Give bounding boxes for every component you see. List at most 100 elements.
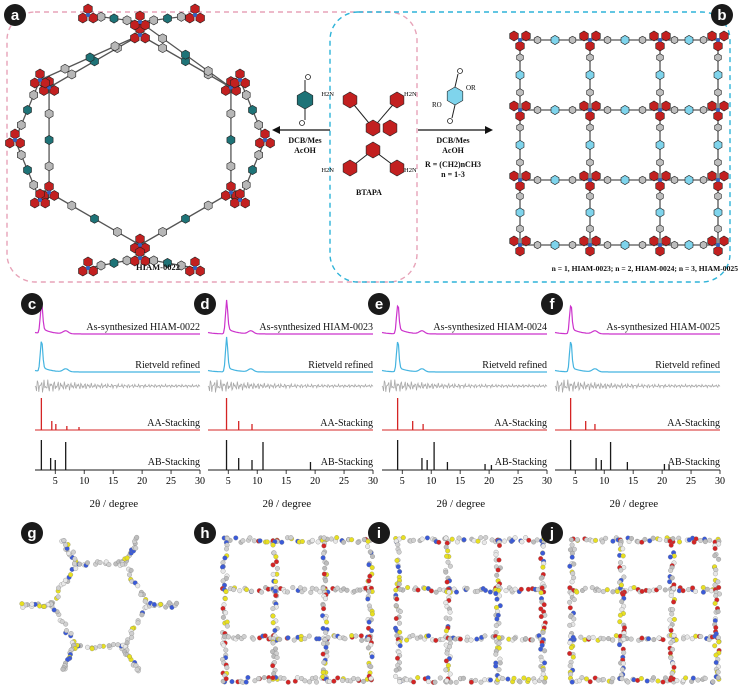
atom — [571, 616, 577, 622]
atom — [620, 546, 626, 552]
aldehyde-bond — [454, 73, 459, 88]
nitrogen-atom — [138, 243, 142, 247]
atom — [315, 539, 321, 545]
atom — [365, 645, 371, 651]
nitrogen-atom — [138, 256, 142, 260]
atom — [139, 612, 145, 618]
atom — [349, 633, 355, 639]
atom — [397, 569, 403, 575]
btapa-node-ring — [521, 170, 531, 182]
atom — [274, 565, 280, 571]
imine-ring — [226, 108, 236, 119]
rietveld-refined-trace — [381, 341, 547, 373]
atom — [61, 538, 67, 543]
btapa-node-ring — [591, 235, 601, 247]
atom — [270, 613, 276, 619]
left-conditions: DCB/Mes AcOH — [283, 136, 327, 156]
atom — [369, 654, 375, 660]
atom — [496, 587, 502, 593]
btapa-node-ring — [83, 256, 93, 268]
atom — [493, 651, 499, 657]
btapa-node-ring — [591, 100, 601, 112]
atom — [680, 588, 686, 594]
atom — [497, 593, 502, 599]
atom — [669, 670, 675, 676]
imine-ring — [516, 53, 524, 62]
atom — [19, 601, 25, 607]
atom — [567, 599, 573, 605]
atom — [493, 552, 499, 558]
right-reaction-arrow — [418, 126, 493, 134]
atom — [456, 535, 462, 541]
atom — [529, 637, 535, 643]
atom — [478, 679, 484, 685]
btapa-ring — [389, 159, 405, 177]
atom — [327, 678, 332, 684]
btapa-node-ring — [713, 40, 723, 52]
dialkoxy-terephthaldehyde-ring — [620, 105, 630, 115]
atom — [660, 637, 666, 643]
atom — [223, 610, 229, 616]
nitrogen-atom — [193, 13, 197, 17]
atom — [285, 635, 291, 641]
btapa-node-ring — [515, 110, 525, 122]
atom — [493, 663, 499, 669]
atom — [668, 627, 674, 633]
x-tick-label: 25 — [686, 476, 696, 487]
nitrogen-atom — [238, 198, 242, 202]
atom — [443, 569, 449, 575]
atom — [310, 537, 315, 543]
atom — [657, 585, 663, 590]
atom — [321, 660, 327, 665]
x-tick-label: 20 — [310, 476, 320, 487]
atom — [715, 669, 721, 675]
atom — [715, 579, 721, 585]
atom — [436, 539, 442, 545]
atom — [322, 565, 328, 571]
atom — [669, 575, 675, 581]
atom — [426, 679, 431, 685]
atom — [274, 655, 280, 660]
atom — [224, 665, 230, 671]
dialkoxy-terephthaldehyde-ring — [550, 35, 560, 45]
atom — [604, 587, 610, 593]
atom — [324, 560, 329, 566]
x-tick-label: 25 — [339, 476, 349, 487]
imine-ring — [670, 240, 679, 250]
atom — [639, 539, 645, 545]
atom — [366, 619, 372, 625]
atom — [355, 539, 361, 545]
imine-ring — [699, 35, 708, 45]
btapa-node-ring — [591, 30, 601, 42]
btapa-node-ring — [713, 180, 723, 192]
imine-ring — [67, 200, 77, 211]
atom — [443, 535, 449, 541]
imine-ring — [203, 66, 213, 77]
atom — [313, 586, 319, 592]
atom — [220, 578, 226, 584]
atom — [264, 539, 270, 545]
atom — [716, 585, 722, 590]
atom — [671, 616, 677, 622]
atom — [474, 636, 480, 642]
btapa-node-ring — [713, 110, 723, 122]
atom — [271, 550, 277, 556]
atom — [586, 635, 592, 641]
atom — [497, 543, 502, 548]
atom — [567, 605, 573, 611]
atom — [256, 676, 262, 682]
btapa-node-ring — [135, 246, 145, 258]
atom — [710, 679, 716, 685]
atom — [475, 538, 481, 544]
btapa-node-ring — [655, 110, 665, 122]
btapa-node-ring — [509, 30, 519, 42]
btapa-node-ring — [40, 197, 50, 209]
atom — [448, 679, 454, 685]
atom — [670, 607, 676, 613]
btapa-node-ring — [515, 245, 525, 257]
atom — [261, 675, 267, 681]
terephthaldehyde-ring — [23, 105, 32, 115]
aa-stacking-label: AA-Stacking — [320, 418, 373, 429]
btapa-node-ring — [661, 100, 671, 112]
